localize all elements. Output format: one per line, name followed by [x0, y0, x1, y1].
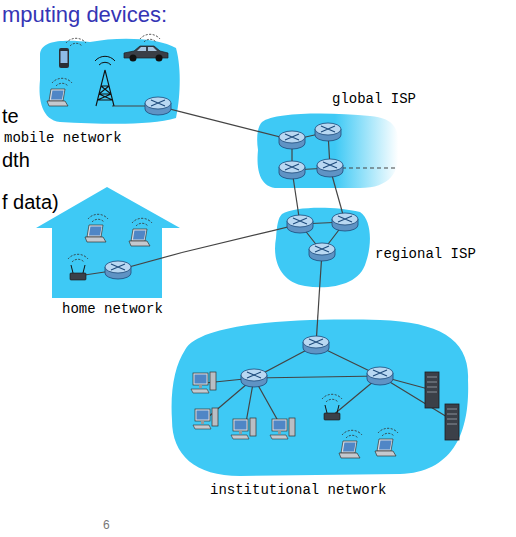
network-link	[295, 190, 297, 206]
network-illustration	[36, 36, 182, 128]
page-number: 6	[103, 519, 110, 531]
network-illustration	[272, 206, 372, 290]
network-illustration	[168, 318, 472, 478]
network-label: global ISP	[332, 92, 416, 106]
slide-heading-fragment: mputing devices:	[2, 4, 167, 26]
network-link	[182, 231, 272, 253]
regional-isp-cloud: regional ISP	[272, 206, 372, 290]
mobile-network-cloud: mobile network	[36, 36, 182, 128]
network-label: mobile network	[4, 131, 122, 145]
global-isp-cloud: global ISP	[256, 112, 400, 190]
network-label: regional ISP	[375, 247, 476, 261]
network-link	[318, 290, 320, 318]
network-link	[336, 190, 341, 206]
slide-text-fragment: f data)	[2, 192, 59, 212]
network-label: institutional network	[210, 483, 386, 497]
network-illustration	[256, 112, 400, 190]
institutional-network-cloud: institutional network	[168, 318, 472, 478]
network-link	[182, 112, 256, 131]
slide-text-fragment: dth	[2, 150, 30, 170]
network-label: home network	[62, 302, 163, 316]
slide-text-fragment: te	[2, 106, 19, 126]
